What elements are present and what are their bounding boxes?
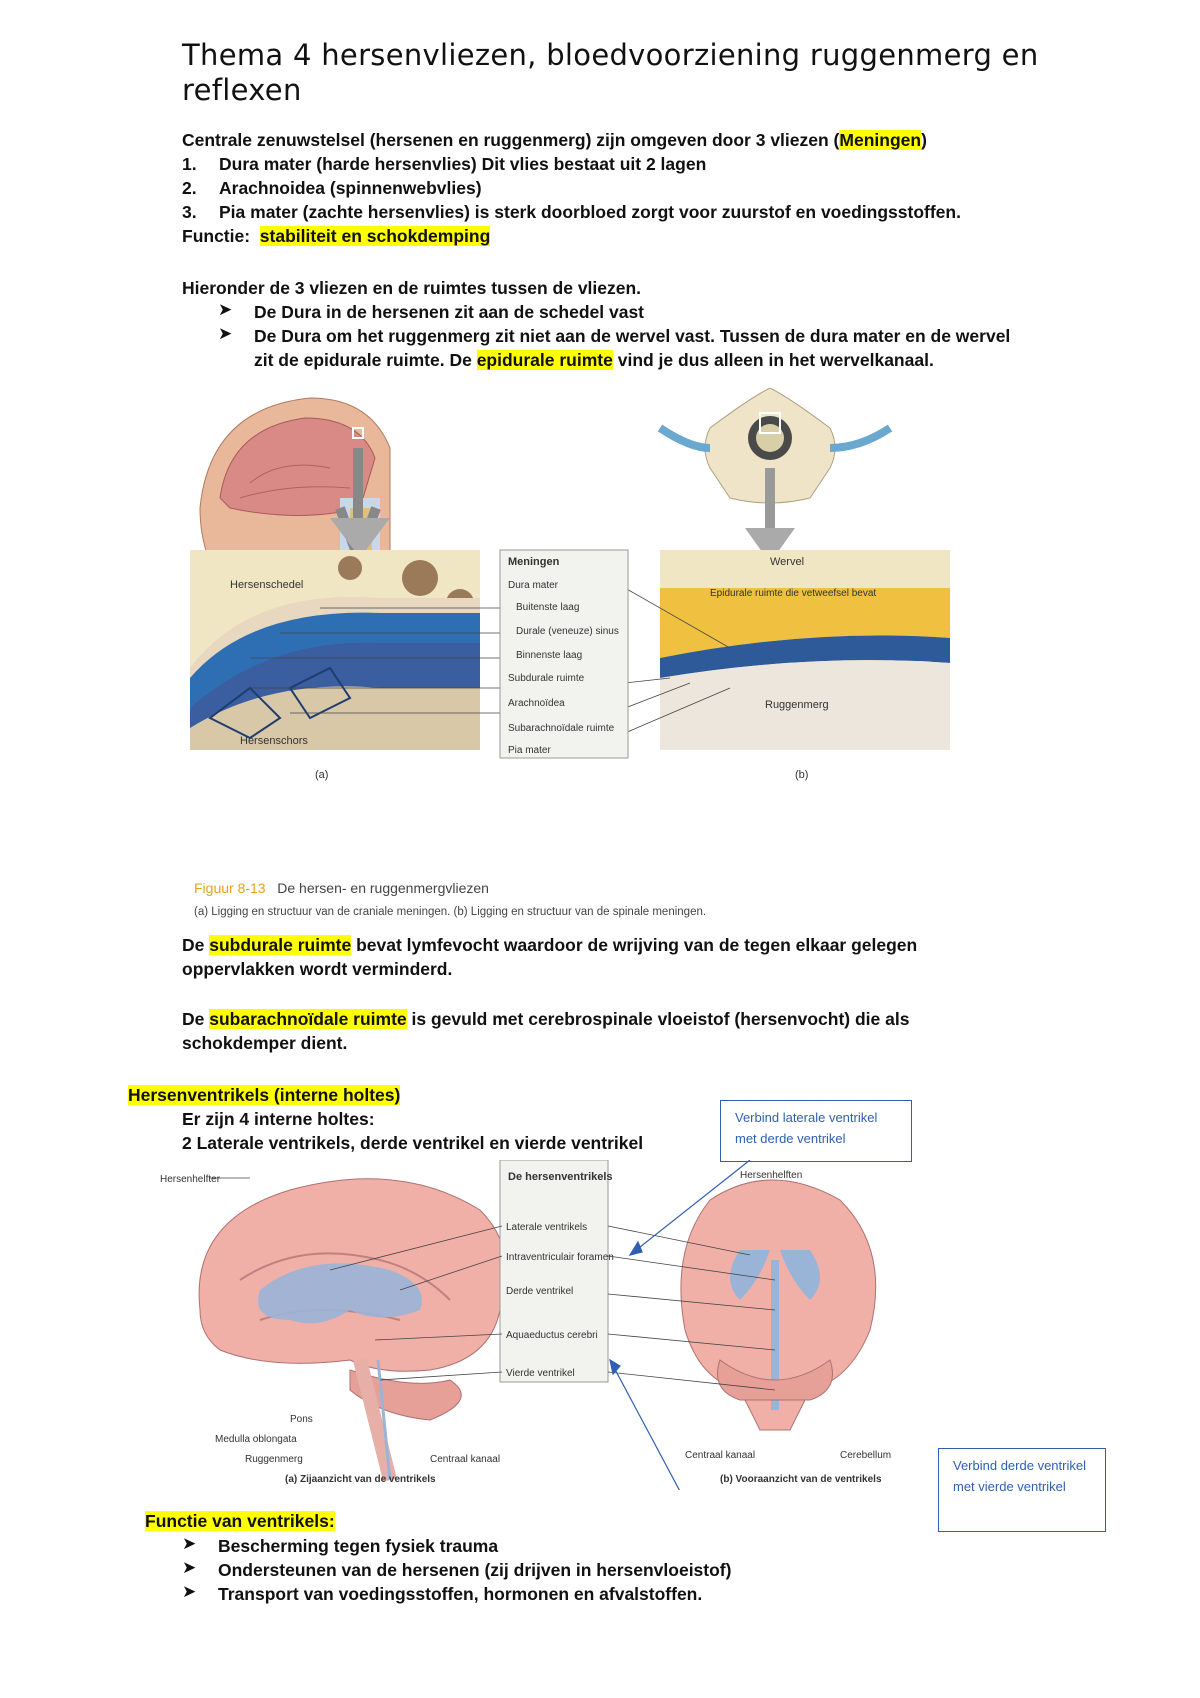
- subarach-line: De subarachnoïdale ruimte is gevuld met …: [182, 1007, 909, 1031]
- legend-title: De hersenventrikels: [508, 1171, 613, 1183]
- epidurale-label: Epidurale ruimte die vetweefsel bevat: [710, 588, 876, 599]
- meningen-highlight: Meningen: [839, 130, 922, 150]
- ventrikels-line2: 2 Laterale ventrikels, derde ventrikel e…: [182, 1133, 644, 1153]
- callout-box-laterale: Verbind laterale ventrikel met derde ven…: [720, 1100, 912, 1162]
- ruggenmerg-label: Ruggenmerg: [765, 699, 829, 711]
- legend-row: Vierde ventrikel: [506, 1368, 575, 1379]
- intro-line: Centrale zenuwstelsel (hersenen en rugge…: [182, 128, 927, 152]
- ventrikels-line1: Er zijn 4 interne holtes:: [182, 1109, 375, 1129]
- bullet-continuation: zit de epidurale ruimte. De epidurale ru…: [254, 348, 934, 372]
- functie-highlight: stabiliteit en schokdemping: [259, 226, 491, 246]
- legend-row: Binnenste laag: [516, 650, 582, 661]
- figure-caption-text: (a) Ligging en structuur van de craniale…: [194, 906, 707, 918]
- subdural-highlight: subdurale ruimte: [209, 935, 352, 955]
- fig2-label: Centraal kanaal: [685, 1450, 755, 1461]
- subarach-suffix: is gevuld met cerebrospinale vloeistof (…: [406, 1009, 910, 1029]
- hieronder-line: Hieronder de 3 vliezen en de ruimtes tus…: [182, 278, 642, 298]
- legend-rows: Dura mater Buitenste laag Durale (veneuz…: [508, 580, 619, 756]
- hersenschors-label: Hersenschors: [240, 735, 308, 747]
- bullet-item: De Dura om het ruggenmerg zit niet aan d…: [254, 326, 1011, 346]
- legend-row: Subdurale ruimte: [508, 673, 585, 684]
- fig2-label: Cerebellum: [840, 1450, 891, 1461]
- legend-row: Aquaeductus cerebri: [506, 1330, 598, 1341]
- ventrikels-heading: Hersenventrikels (interne holtes): [128, 1083, 401, 1107]
- fig2-label: Medulla oblongata: [215, 1434, 297, 1445]
- legend-row: Durale (veneuze) sinus: [516, 626, 619, 637]
- functie-ventrikels-heading: Functie van ventrikels:: [145, 1509, 335, 1533]
- arrow-bullet-icon: ➤: [218, 300, 233, 319]
- arrow-head-icon: [330, 518, 390, 558]
- meningen-legend-box: [499, 549, 629, 759]
- fig2-label: Ruggenmerg: [245, 1454, 303, 1465]
- functie-item: Transport van voedingsstoffen, hormonen …: [218, 1584, 703, 1604]
- cranial-meninges-panel: [190, 550, 480, 750]
- arrow-bullet-icon: ➤: [182, 1582, 197, 1601]
- subarach-highlight: subarachnoïdale ruimte: [209, 1009, 407, 1029]
- wervel-label: Wervel: [770, 556, 804, 568]
- subdural-suffix: bevat lymfevocht waardoor de wrijving va…: [351, 935, 918, 955]
- arrow-bullet-icon: ➤: [218, 324, 233, 343]
- fig2-label: Hersenhelften: [740, 1170, 802, 1181]
- ventrikels-heading-text: Hersenventrikels (interne holtes): [128, 1085, 401, 1105]
- arrow-bullet-icon: ➤: [182, 1558, 197, 1577]
- subfig-a-caption: (a) Zijaanzicht van de ventrikels: [285, 1474, 436, 1485]
- intro-suffix: ): [921, 130, 927, 150]
- functie-item: Ondersteunen van de hersenen (zij drijve…: [218, 1560, 732, 1580]
- bullet-item: De Dura in de hersenen zit aan de schede…: [254, 302, 644, 322]
- subfig-b-label: (b): [795, 769, 808, 781]
- legend-title: Meningen: [508, 556, 560, 568]
- legend-row: Derde ventrikel: [506, 1286, 573, 1297]
- ventricles-figure: De hersenventrikels Laterale ventrikels …: [160, 1160, 891, 1490]
- legend-row: Intraventriculair foramen: [506, 1252, 614, 1263]
- functie-label: Functie:: [182, 226, 251, 246]
- callout-box-derde: Verbind derde ventrikel met vierde ventr…: [938, 1448, 1106, 1532]
- list-item: Arachnoidea (spinnenwebvlies): [219, 178, 482, 198]
- brain-side-illustration: [198, 1178, 508, 1482]
- legend-row: Laterale ventrikels: [506, 1222, 587, 1233]
- fig2-label: Hersenhelfter: [160, 1174, 221, 1185]
- ventrikels-legend-box: [499, 1160, 609, 1383]
- subarach-prefix: De: [182, 1009, 210, 1029]
- legend-row: Subarachnoïdale ruimte: [508, 723, 615, 734]
- intro-prefix: Centrale zenuwstelsel (hersenen en rugge…: [182, 130, 840, 150]
- epidurale-highlight: epidurale ruimte: [476, 350, 613, 370]
- functie-ventrikels-heading-text: Functie van ventrikels:: [145, 1511, 335, 1531]
- list-number: 3.: [182, 202, 197, 222]
- leader-lines: [210, 1177, 776, 1391]
- subdural-prefix: De: [182, 935, 210, 955]
- subdural-line: De subdurale ruimte bevat lymfevocht waa…: [182, 933, 917, 957]
- bullet-cont-prefix: zit de epidurale ruimte. De: [254, 350, 477, 370]
- subfig-a-label: (a): [315, 769, 328, 781]
- functie-line: Functie: stabiliteit en schokdemping: [182, 224, 491, 248]
- page-title: Thema 4 hersenvliezen, bloedvoorziening …: [182, 38, 1039, 107]
- arrow-head-icon: [745, 528, 795, 563]
- subdural-line2: oppervlakken wordt verminderd.: [182, 959, 453, 979]
- fig2-label: Pons: [290, 1414, 313, 1425]
- leader-lines: [250, 587, 731, 734]
- figure-caption-title: De hersen- en ruggenmergvliezen: [277, 880, 489, 896]
- callout-connectors: [609, 1160, 751, 1490]
- brain-front-illustration: [680, 1179, 877, 1431]
- bullet-cont-suffix: vind je dus alleen in het wervelkanaal.: [612, 350, 934, 370]
- figure-caption-label: Figuur 8-13: [194, 880, 266, 896]
- subfig-b-caption: (b) Vooraanzicht van de ventrikels: [720, 1474, 882, 1485]
- legend-row: Dura mater: [508, 580, 559, 591]
- spinal-meninges-panel: [660, 550, 950, 750]
- legend-row: Pia mater: [508, 745, 551, 756]
- arrow-bullet-icon: ➤: [182, 1534, 197, 1553]
- vertebra-illustration: [657, 388, 893, 504]
- legend-row: Arachnoïdea: [508, 698, 565, 709]
- subarach-line2: schokdemper dient.: [182, 1033, 348, 1053]
- functie-item: Bescherming tegen fysiek trauma: [218, 1536, 499, 1556]
- legend-row: Buitenste laag: [516, 602, 579, 613]
- hersenschedel-label: Hersenschedel: [230, 579, 303, 591]
- list-item: Pia mater (zachte hersenvlies) is sterk …: [219, 202, 961, 222]
- fig2-label: Centraal kanaal: [430, 1454, 500, 1465]
- figure-caption-title-line: Figuur 8-13 De hersen- en ruggenmergvlie…: [194, 880, 489, 896]
- list-number: 1.: [182, 154, 197, 174]
- list-item: Dura mater (harde hersenvlies) Dit vlies…: [219, 154, 707, 174]
- list-number: 2.: [182, 178, 197, 198]
- meninges-figure: Hersenschedel Hersenschors (a) Wervel Ep…: [190, 388, 950, 781]
